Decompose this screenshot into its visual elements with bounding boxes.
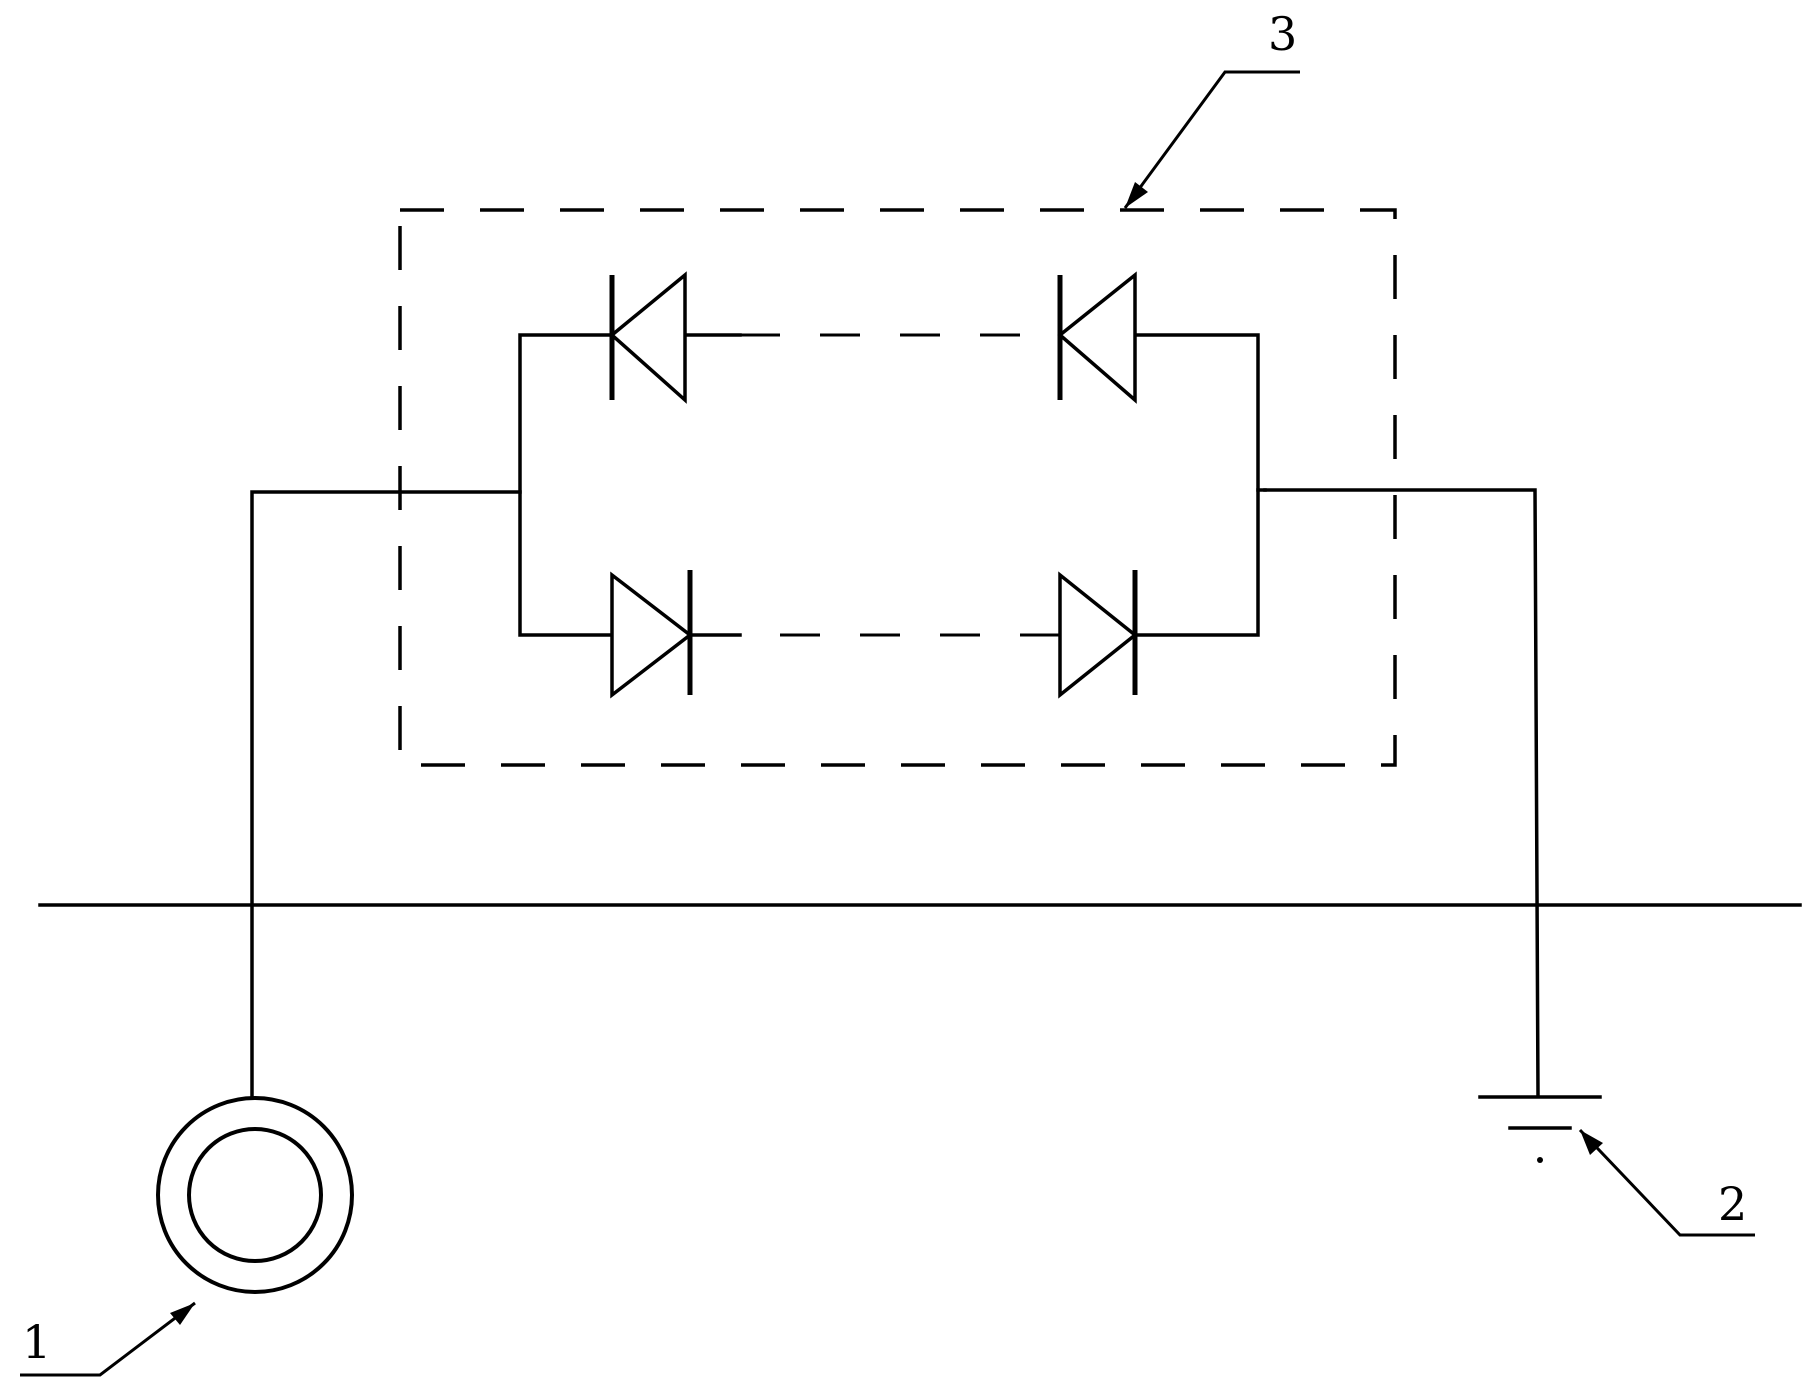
diode-top-left [609, 271, 687, 404]
diode-bottom-right [1058, 570, 1138, 699]
label-2: 2 [1718, 1177, 1747, 1231]
leader-3 [1123, 70, 1300, 209]
leader-1 [20, 1301, 196, 1377]
right-bus [1133, 333, 1260, 637]
plate-electrode [1478, 1095, 1602, 1163]
leader-2 [1578, 1128, 1755, 1237]
diode-bottom-left [610, 570, 693, 699]
label-3: 3 [1268, 7, 1297, 61]
diode-module-enclosure [398, 208, 1397, 767]
right-lead-wire [1263, 488, 1540, 1097]
left-lead-wire [250, 490, 522, 1097]
left-bus [518, 333, 614, 637]
ring-electrode [156, 1096, 354, 1294]
diode-top-right [1057, 271, 1137, 404]
label-1: 1 [22, 1315, 51, 1369]
